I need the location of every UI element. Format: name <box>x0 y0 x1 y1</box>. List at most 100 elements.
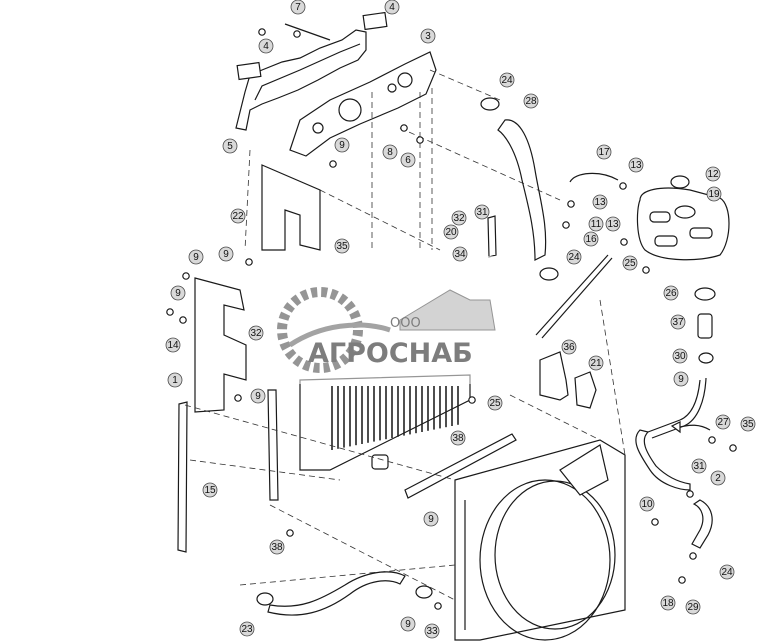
callout-number: 9 <box>175 288 181 299</box>
bracket-37 <box>539 351 569 401</box>
callout-number: 10 <box>641 499 653 510</box>
callout-18: 18 <box>660 595 676 611</box>
hose-30-upper <box>647 379 701 433</box>
bolt <box>182 272 190 280</box>
callout-number: 6 <box>405 155 411 166</box>
vertical-bracket <box>267 389 279 501</box>
callout-6: 6 <box>400 152 416 168</box>
callout-7: 7 <box>290 0 306 15</box>
callout-number: 9 <box>193 252 199 263</box>
lower-radiator-hose <box>267 571 406 616</box>
callout-bubble <box>248 325 264 341</box>
callout-8: 8 <box>382 144 398 160</box>
bolt <box>642 266 650 274</box>
callout-number: 38 <box>271 542 283 553</box>
bolt <box>651 518 659 526</box>
callout-bubble <box>423 511 439 527</box>
callout-number: 33 <box>426 626 438 637</box>
coolant-tank <box>636 175 730 261</box>
callout-bubble <box>670 314 686 330</box>
callout-bubble <box>451 210 467 226</box>
callout-bubble <box>710 470 726 486</box>
bolt <box>434 602 442 610</box>
bolt <box>234 394 242 402</box>
callout-number: 35 <box>742 419 754 430</box>
callout-bubble <box>202 482 218 498</box>
callout-number: 23 <box>241 624 253 635</box>
callout-bubble <box>685 599 701 615</box>
callout-number: 5 <box>227 141 233 152</box>
callout-28: 28 <box>523 93 539 109</box>
callout-bubble <box>705 166 721 182</box>
hose-15 <box>691 499 713 549</box>
callout-2: 2 <box>710 470 726 486</box>
callout-number: 21 <box>590 358 602 369</box>
upper-radiator-hose <box>497 119 547 261</box>
callout-9: 9 <box>334 137 350 153</box>
callout-12: 12 <box>705 166 721 182</box>
callout-bubble <box>474 204 490 220</box>
callout-33: 33 <box>424 623 440 639</box>
bolt <box>468 396 476 404</box>
callout-bubble <box>334 238 350 254</box>
callout-bubble <box>561 339 577 355</box>
callout-bubble <box>487 395 503 411</box>
watermark-logo: ООО АГРОСНАБ <box>262 256 510 384</box>
lower-hose-30 <box>635 429 691 491</box>
callout-13: 13 <box>628 157 644 173</box>
callout-bubble <box>250 388 266 404</box>
callout-bubble <box>499 72 515 88</box>
callout-13: 13 <box>605 216 621 232</box>
callout-1: 1 <box>167 372 183 388</box>
clamp-1 <box>698 352 714 364</box>
callout-bubble <box>170 285 186 301</box>
callout-bubble <box>230 208 246 224</box>
callout-38: 38 <box>450 430 466 446</box>
callout-bubble <box>400 152 416 168</box>
callout-bubble <box>424 623 440 639</box>
callout-bubble <box>165 337 181 353</box>
callout-number: 29 <box>687 602 699 613</box>
callout-number: 32 <box>250 328 262 339</box>
fan-shroud <box>454 439 626 641</box>
callout-bubble <box>672 348 688 364</box>
callout-35: 35 <box>334 238 350 254</box>
callout-35: 35 <box>740 416 756 432</box>
bolt <box>258 28 266 36</box>
bolt <box>686 490 694 498</box>
callout-number: 22 <box>232 211 244 222</box>
callout-bubble <box>523 93 539 109</box>
callout-bubble <box>400 616 416 632</box>
callout-number: 31 <box>693 461 705 472</box>
callout-bubble <box>452 246 468 262</box>
callout-20: 20 <box>443 224 459 240</box>
callout-9: 9 <box>673 371 689 387</box>
callout-number: 8 <box>387 147 393 158</box>
callout-31: 31 <box>474 204 490 220</box>
callout-bubble <box>663 285 679 301</box>
callout-9: 9 <box>170 285 186 301</box>
callout-bubble <box>566 249 582 265</box>
callout-number: 24 <box>501 75 513 86</box>
callout-9: 9 <box>218 246 234 262</box>
callout-number: 37 <box>672 317 684 328</box>
callout-number: 26 <box>665 288 677 299</box>
callout-number: 9 <box>428 514 434 525</box>
callout-number: 25 <box>489 398 501 409</box>
hose-clamp-mid <box>539 267 559 281</box>
callout-number: 32 <box>453 213 465 224</box>
side-panel-right <box>261 164 321 251</box>
watermark-brand: АГРОСНАБ <box>308 338 473 369</box>
fitting-14 <box>697 313 713 339</box>
callout-3: 3 <box>420 28 436 44</box>
callout-number: 19 <box>708 189 720 200</box>
bolt <box>245 258 253 266</box>
tank-cap <box>670 175 690 189</box>
hose-clamp-top <box>480 97 500 111</box>
callout-bubble <box>334 137 350 153</box>
bolt <box>620 238 628 246</box>
callout-24: 24 <box>566 249 582 265</box>
callout-number: 1 <box>172 375 178 386</box>
callout-number: 36 <box>563 342 575 353</box>
callout-number: 9 <box>678 374 684 385</box>
